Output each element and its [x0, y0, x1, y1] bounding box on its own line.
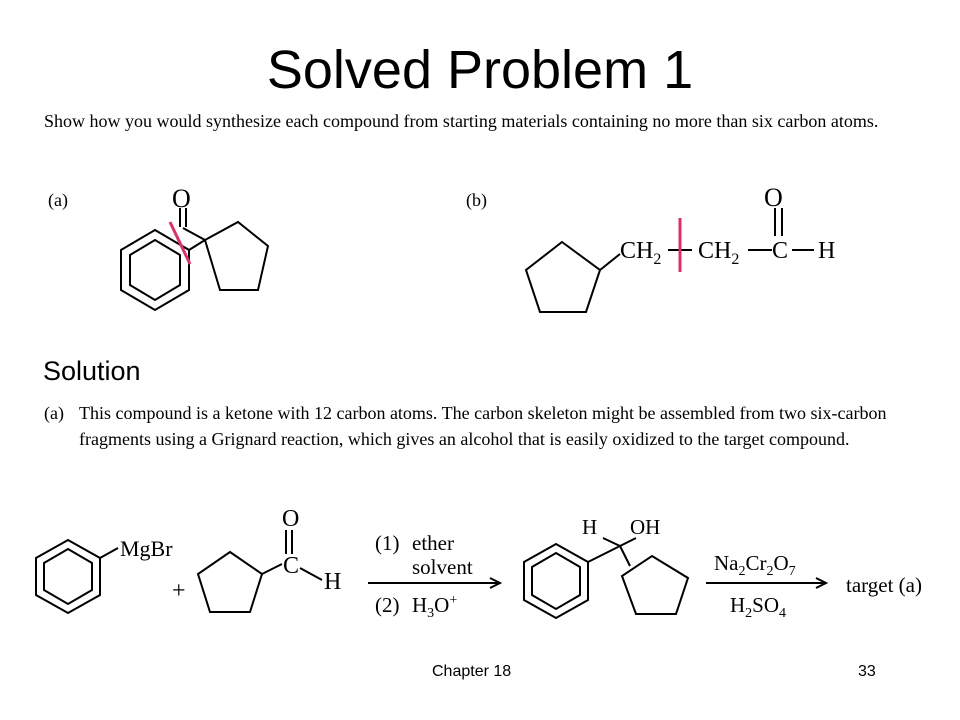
bond-carbinol-oh: [619, 537, 637, 547]
structure-b-hydrogen: H: [818, 238, 835, 264]
bond-phenyl-mgbr: [99, 547, 119, 559]
problem-statement: Show how you would synthesize each compo…: [44, 111, 879, 131]
phenyl-ring-reagent: [35, 538, 101, 615]
solution-a-label: (a): [44, 403, 64, 423]
slide-title: Solved Problem 1: [266, 40, 694, 100]
product-hydrogen: H: [582, 515, 597, 539]
phenyl-inner-ring-reagent: [43, 547, 93, 606]
structure-b-ch2-second: CH2: [698, 238, 739, 268]
structure-b-oxygen: O: [764, 183, 783, 212]
reaction-arrowhead-2: [815, 577, 829, 589]
step2-reagent: H3O+: [412, 593, 457, 621]
aldehyde-c-h-bond: [299, 567, 323, 581]
structure-a-oxygen: O: [172, 184, 191, 213]
reaction-scheme: [35, 530, 829, 620]
footer-chapter: Chapter 18: [432, 663, 512, 680]
step1-solvent: solvent: [412, 555, 473, 579]
phenyl-inner-ring-product: [531, 551, 581, 611]
step2-number: (2): [375, 593, 400, 617]
structure-b-carbon: C: [772, 238, 788, 264]
product-hydroxyl: OH: [630, 515, 660, 539]
step1-reagent: ether: [412, 531, 454, 555]
bond-carbonyl-c-a: [182, 227, 206, 241]
bond-ring-ch2-b: [599, 253, 621, 271]
bond-phenyl-carbinol: [587, 545, 621, 563]
oxidant-label: Na2Cr2O7: [714, 551, 796, 579]
disconnection-mark-a: [168, 221, 192, 265]
part-b-label: (b): [466, 190, 487, 210]
structure-a: [120, 208, 270, 312]
footer-page-number: 33: [858, 663, 876, 680]
aldehyde-carbon: C: [283, 553, 299, 579]
bond-ring-cho: [261, 563, 283, 575]
phenyl-ring-product: [523, 542, 589, 620]
benzene-inner-ring-a: [129, 238, 181, 302]
reagent-mgbr: MgBr: [120, 536, 173, 561]
step1-number: (1): [375, 531, 400, 555]
part-a-label: (a): [48, 190, 68, 210]
cyclopentane-ring-product: [620, 554, 690, 615]
bond-ring-carbonyl-a: [188, 239, 206, 251]
acid-label: H2SO4: [730, 593, 786, 621]
cyclopentane-ring-a: [203, 220, 270, 291]
cyclopentane-ring-b: [524, 240, 602, 313]
structure-b: [524, 208, 814, 313]
reaction-arrowhead-1: [489, 577, 503, 589]
cyclopentane-ring-aldehyde: [196, 550, 264, 613]
solution-heading: Solution: [43, 356, 141, 386]
bond-carbinol-h: [602, 537, 621, 547]
solution-a-text: This compound is a ketone with 12 carbon…: [79, 403, 887, 449]
plus-sign: +: [172, 578, 186, 604]
target-label: target (a): [846, 573, 922, 597]
structure-b-ch2-first: CH2: [620, 238, 661, 268]
aldehyde-oxygen: O: [282, 506, 299, 532]
bond-carbinol-cyclopentyl: [619, 545, 631, 567]
aldehyde-hydrogen: H: [324, 569, 341, 595]
